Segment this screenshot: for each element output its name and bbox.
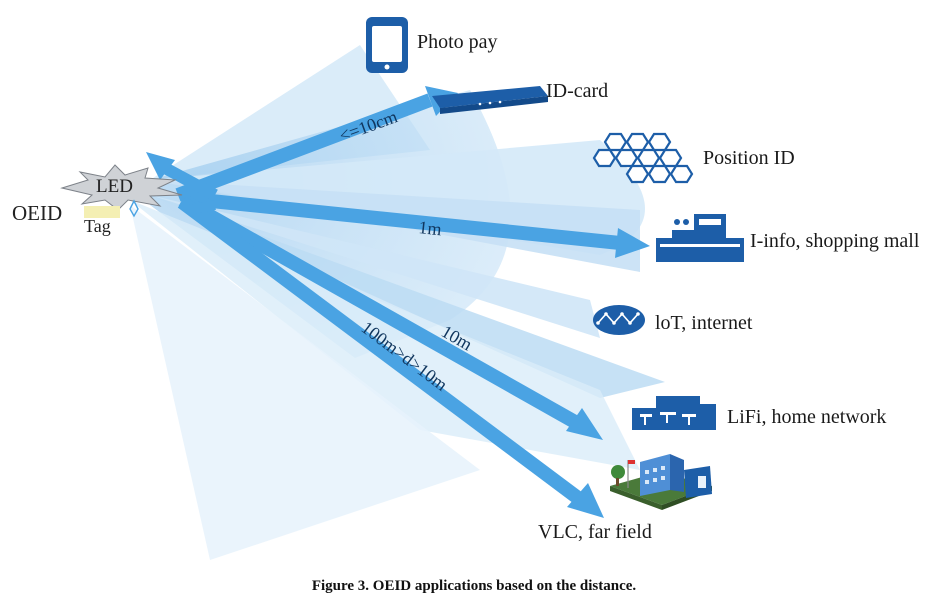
application-label-i-info: I-info, shopping mall	[750, 230, 920, 252]
oeid-source: LED OEID Tag	[12, 164, 183, 236]
figure-caption: Figure 3. OEID applications based on the…	[312, 578, 637, 594]
diamond-icon	[129, 199, 139, 218]
smartphone-icon	[366, 17, 408, 73]
distance-arrows	[146, 86, 650, 518]
light-beams	[130, 45, 665, 560]
beam-lifi	[150, 195, 665, 398]
arrow-shopping-mall	[181, 191, 650, 258]
distance-label-medium: 1m	[418, 217, 443, 239]
hexagon-grid-icon	[592, 132, 694, 184]
tag-label: Tag	[84, 216, 111, 236]
oeid-label: OEID	[12, 201, 62, 225]
card-reader-icon	[432, 86, 548, 114]
application-label-vlc: VLC, far field	[538, 521, 652, 543]
beam-far-field	[130, 205, 480, 560]
application-label-id-card: ID-card	[546, 80, 608, 102]
home-network-icon	[632, 396, 716, 430]
application-label-iot: loT, internet	[655, 312, 753, 334]
ship-icon	[656, 214, 744, 262]
arrow-far-field	[177, 196, 604, 518]
led-burst-icon	[60, 164, 183, 211]
application-label-lifi: LiFi, home network	[727, 406, 886, 428]
arrow-lifi	[178, 193, 603, 440]
building-icon	[610, 454, 712, 510]
arrow-back-source	[146, 152, 218, 215]
led-label: LED	[96, 176, 133, 197]
tag-highlight	[84, 206, 120, 218]
network-icon	[593, 305, 645, 335]
application-label-photo-pay: Photo pay	[417, 31, 498, 53]
application-label-position-id: Position ID	[703, 147, 795, 169]
beam-vlc	[130, 200, 640, 470]
beam-iot	[150, 195, 600, 338]
